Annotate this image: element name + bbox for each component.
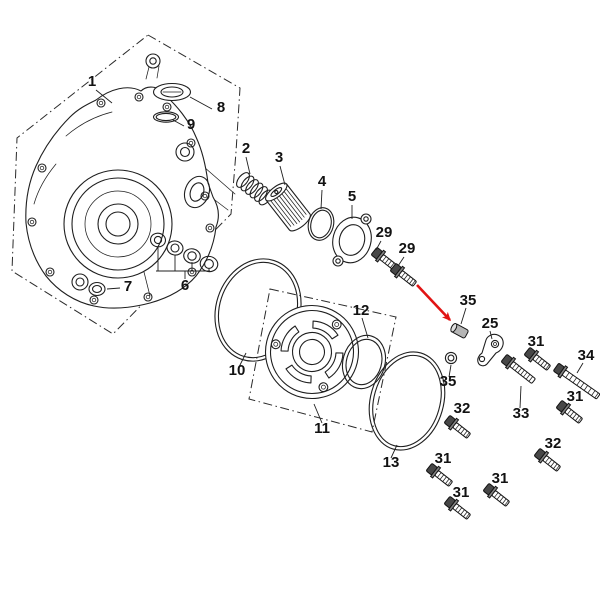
part-label-spring: 2 (242, 140, 250, 157)
part-label-bolt-31-5: 31 (492, 470, 509, 487)
cap-oring (152, 111, 180, 123)
cover-plate-11 (264, 304, 360, 400)
part-label-bolt-32-1: 32 (454, 400, 471, 417)
highlight-arrow (416, 284, 452, 322)
part-label-washer-set-6: 6 (181, 277, 189, 294)
part-label-bolt-32-2: 32 (545, 435, 562, 452)
part-label-oil-filter: 3 (275, 149, 283, 166)
part-label-bolt-31-3: 31 (435, 450, 452, 467)
oil-filter (265, 182, 311, 232)
washer-35 (444, 351, 458, 365)
part-label-engine-cover: 1 (88, 73, 96, 90)
grommet-7 (88, 281, 106, 297)
assembly-box-plate (248, 288, 397, 433)
filter-oring (307, 207, 335, 241)
part-label-bolt-31-4: 31 (453, 484, 470, 501)
part-label-washer-35: 35 (440, 373, 457, 390)
part-label-bolt-29-2: 29 (399, 240, 416, 257)
part-label-bolt-31-1: 31 (528, 333, 545, 350)
spring (236, 172, 273, 206)
part-label-filler-cap: 8 (217, 99, 225, 116)
part-label-bolt-31-2: 31 (567, 388, 584, 405)
part-label-bolt-34: 34 (578, 347, 595, 364)
part-label-cover-plate-11: 11 (314, 420, 330, 437)
bracket-25 (477, 333, 504, 367)
breather-fitting (145, 53, 161, 80)
filler-cap (152, 82, 192, 102)
part-label-oring-13: 13 (383, 454, 400, 471)
part-label-filter-cover: 5 (348, 188, 356, 205)
part-label-cap-oring: 9 (187, 116, 195, 133)
part-label-filter-oring: 4 (318, 173, 327, 190)
dowel-pin-35 (450, 323, 469, 339)
part-label-dowel-pin-35: 35 (460, 292, 477, 309)
part-label-bolt-29-1: 29 (376, 224, 393, 241)
filter-cover (332, 213, 372, 267)
leader-lines (95, 89, 584, 459)
part-label-gasket-ring-10: 10 (229, 362, 246, 379)
washer-set-6 (149, 232, 219, 273)
part-label-bearing-ring-12: 12 (353, 302, 370, 319)
oring-13 (368, 351, 446, 451)
part-label-bracket-25: 25 (482, 315, 499, 332)
part-label-bolt-33: 33 (513, 405, 530, 422)
part-label-grommet-7: 7 (124, 278, 132, 295)
